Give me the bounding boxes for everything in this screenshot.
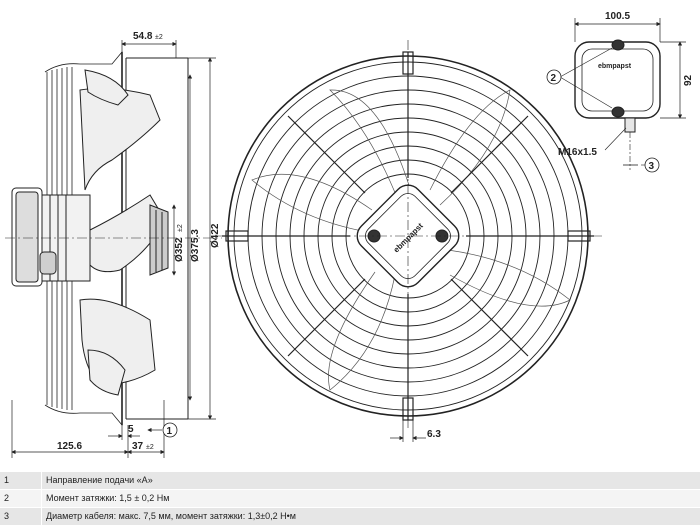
side-dimensions	[11, 40, 216, 458]
dim-5: 5	[128, 424, 134, 435]
dim-dia-422: Ø422	[210, 223, 221, 248]
callout-3: 3	[649, 161, 655, 172]
hole-dimension	[390, 420, 426, 442]
legend-text: Направление подачи «A»	[46, 475, 153, 485]
dim-dia-352: Ø352	[174, 237, 185, 262]
callout-1: 1	[167, 426, 173, 437]
legend-row: 3 Диаметр кабеля: макс. 7,5 мм, момент з…	[0, 507, 700, 525]
legend-table: 1 Направление подачи «A» 2 Момент затяжк…	[0, 471, 700, 525]
legend-row: 2 Момент затяжки: 1,5 ± 0,2 Нм	[0, 489, 700, 507]
legend-row: 1 Направление подачи «A»	[0, 471, 700, 489]
dim-dia-375-3: Ø375.3	[190, 229, 201, 262]
technical-drawing: 54.8 ±2 Ø352 ±2 Ø375.3 Ø422 125.6 5 37 ±…	[5, 11, 694, 458]
legend-number: 3	[0, 508, 42, 525]
dim-100-5: 100.5	[605, 11, 630, 22]
dim-37: 37	[132, 441, 144, 452]
legend-text: Момент затяжки: 1,5 ± 0,2 Нм	[46, 493, 170, 503]
dim-125-6: 125.6	[57, 441, 82, 452]
front-view: ebmpapst	[215, 40, 602, 430]
dim-37-tol: ±2	[146, 444, 154, 451]
dim-92: 92	[683, 74, 694, 86]
dim-dia-352-tol: ±2	[177, 224, 184, 232]
callout-3-circle	[644, 157, 660, 173]
dim-54-8: 54.8	[133, 31, 153, 42]
side-motor	[11, 187, 91, 287]
side-hub	[149, 204, 169, 276]
dim-54-8-tol: ±2	[155, 34, 163, 41]
terminal-box-detail: ebmpapst	[574, 39, 661, 170]
front-blades	[251, 89, 571, 391]
side-dimension-labels: 54.8 ±2 Ø352 ±2 Ø375.3 Ø422 125.6 5 37 ±…	[57, 31, 221, 452]
side-view	[5, 50, 222, 427]
legend-text: Диаметр кабеля: макс. 7,5 мм, момент зат…	[46, 511, 296, 521]
side-blades	[79, 69, 166, 396]
detail-brand-label: ebmpapst	[598, 63, 632, 70]
terminal-box-labels: 100.5 92 2 M16x1.5 3	[546, 11, 694, 173]
callout-1-circle	[162, 422, 178, 438]
dim-thread: M16x1.5	[558, 147, 597, 158]
terminal-box-dimensions	[559, 18, 686, 166]
legend-number: 1	[0, 472, 42, 489]
callout-2-circle	[546, 69, 562, 85]
callout-2: 2	[551, 73, 557, 84]
dim-6-3: 6.3	[427, 429, 441, 440]
legend-number: 2	[0, 490, 42, 507]
